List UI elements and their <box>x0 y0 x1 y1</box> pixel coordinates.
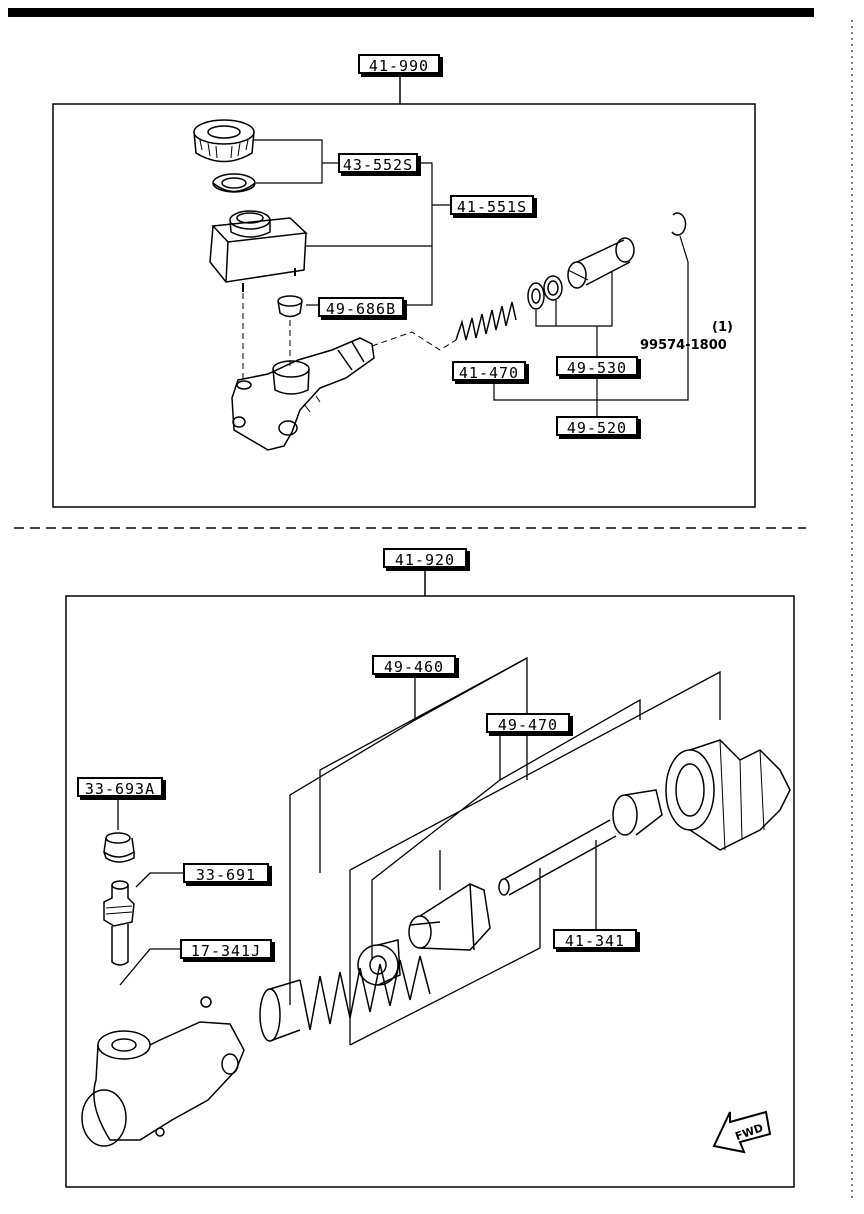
piston-icon <box>567 237 635 289</box>
label-repair-kit-b: 49-470 <box>486 713 570 734</box>
label-steel-ball: 17-341J <box>180 939 272 960</box>
cup-icon <box>527 275 563 310</box>
label-piston-kit: 49-520 <box>556 416 638 437</box>
bleeder-cap-icon <box>103 832 135 863</box>
piston-icon-lower <box>408 883 491 951</box>
bushing-icon <box>277 295 303 318</box>
lower-leaders <box>117 656 721 1046</box>
label-cup-kit: 49-530 <box>556 356 638 377</box>
alignment-lines <box>242 293 457 380</box>
label-bleeder-cap: 33-693A <box>77 777 163 798</box>
assembly-label-upper: 41-990 <box>358 54 440 75</box>
label-push-rod: 41-341 <box>553 929 637 950</box>
reservoir-cap-icon <box>193 119 255 163</box>
label-repair-kit-a: 49-460 <box>372 655 456 676</box>
label-bushing: 49-686B <box>318 297 404 318</box>
label-reservoir-kit: 41-551S <box>450 195 534 216</box>
push-rod-icon <box>498 789 663 896</box>
lower-section: FWD <box>65 567 795 1188</box>
snap-ring-part-number: 99574-1800 <box>640 338 727 353</box>
fwd-arrow-icon: FWD <box>712 1110 772 1154</box>
bleeder-screw-icon <box>103 880 135 966</box>
dust-boot-icon <box>665 739 791 851</box>
snap-ring-icon <box>671 212 687 236</box>
label-spring: 41-470 <box>452 361 526 382</box>
spring-icon <box>455 301 517 341</box>
snap-ring-qty: (1) <box>712 320 733 335</box>
cap-seal-icon <box>212 173 256 193</box>
upper-section <box>52 76 756 508</box>
lower-frame <box>65 595 795 1188</box>
upper-leaders <box>254 139 689 416</box>
steel-ball-icon <box>200 996 212 1008</box>
label-reservoir-cap-kit: 43-552S <box>338 153 418 174</box>
reservoir-icon <box>209 210 308 292</box>
master-cylinder-icon <box>231 337 375 451</box>
label-bleeder-screw: 33-691 <box>183 863 269 884</box>
piston-cup-icon <box>357 939 401 986</box>
top-bar <box>8 8 814 17</box>
release-cylinder-icon <box>81 1021 245 1147</box>
return-spring-icon <box>259 955 431 1042</box>
assembly-label-lower: 41-920 <box>383 548 467 569</box>
upper-frame <box>52 103 756 508</box>
